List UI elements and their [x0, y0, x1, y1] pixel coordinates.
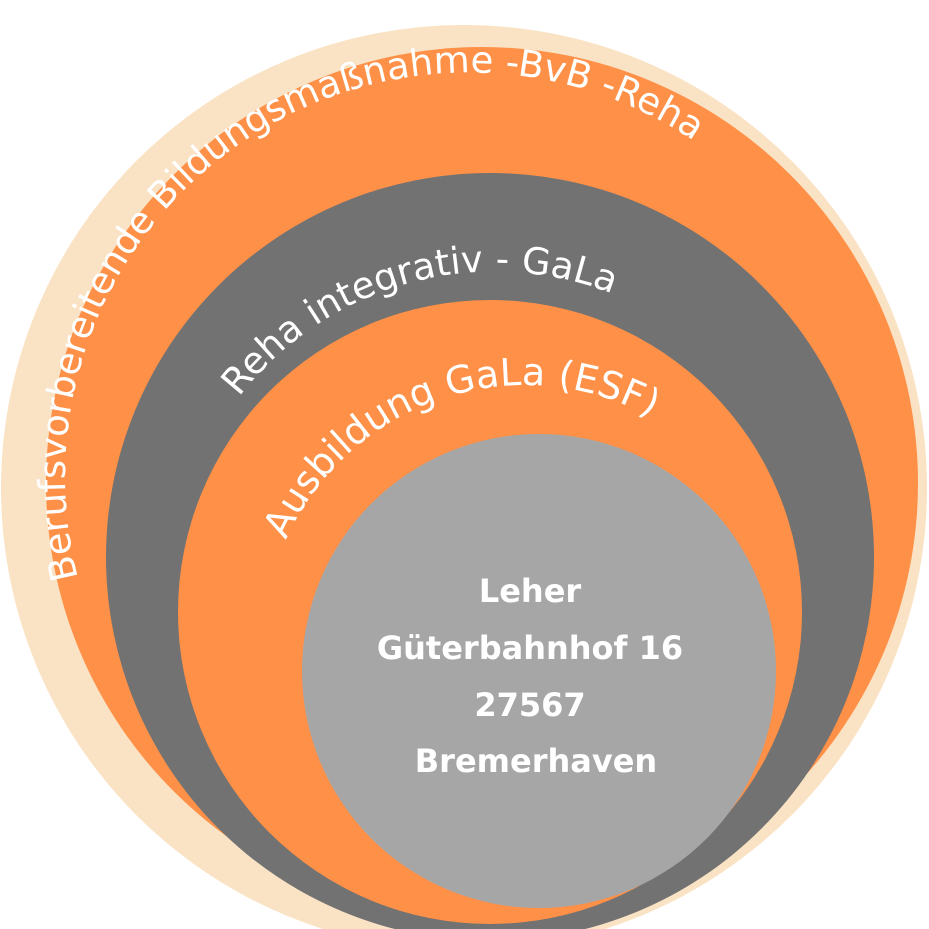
- center-line-district: Leher: [479, 572, 582, 610]
- center-line-street: Güterbahnhof 16: [377, 629, 683, 667]
- center-line-postal-code: 27567: [474, 686, 585, 724]
- center-location-circle: [302, 434, 776, 908]
- center-line-city: Bremerhaven: [415, 742, 657, 780]
